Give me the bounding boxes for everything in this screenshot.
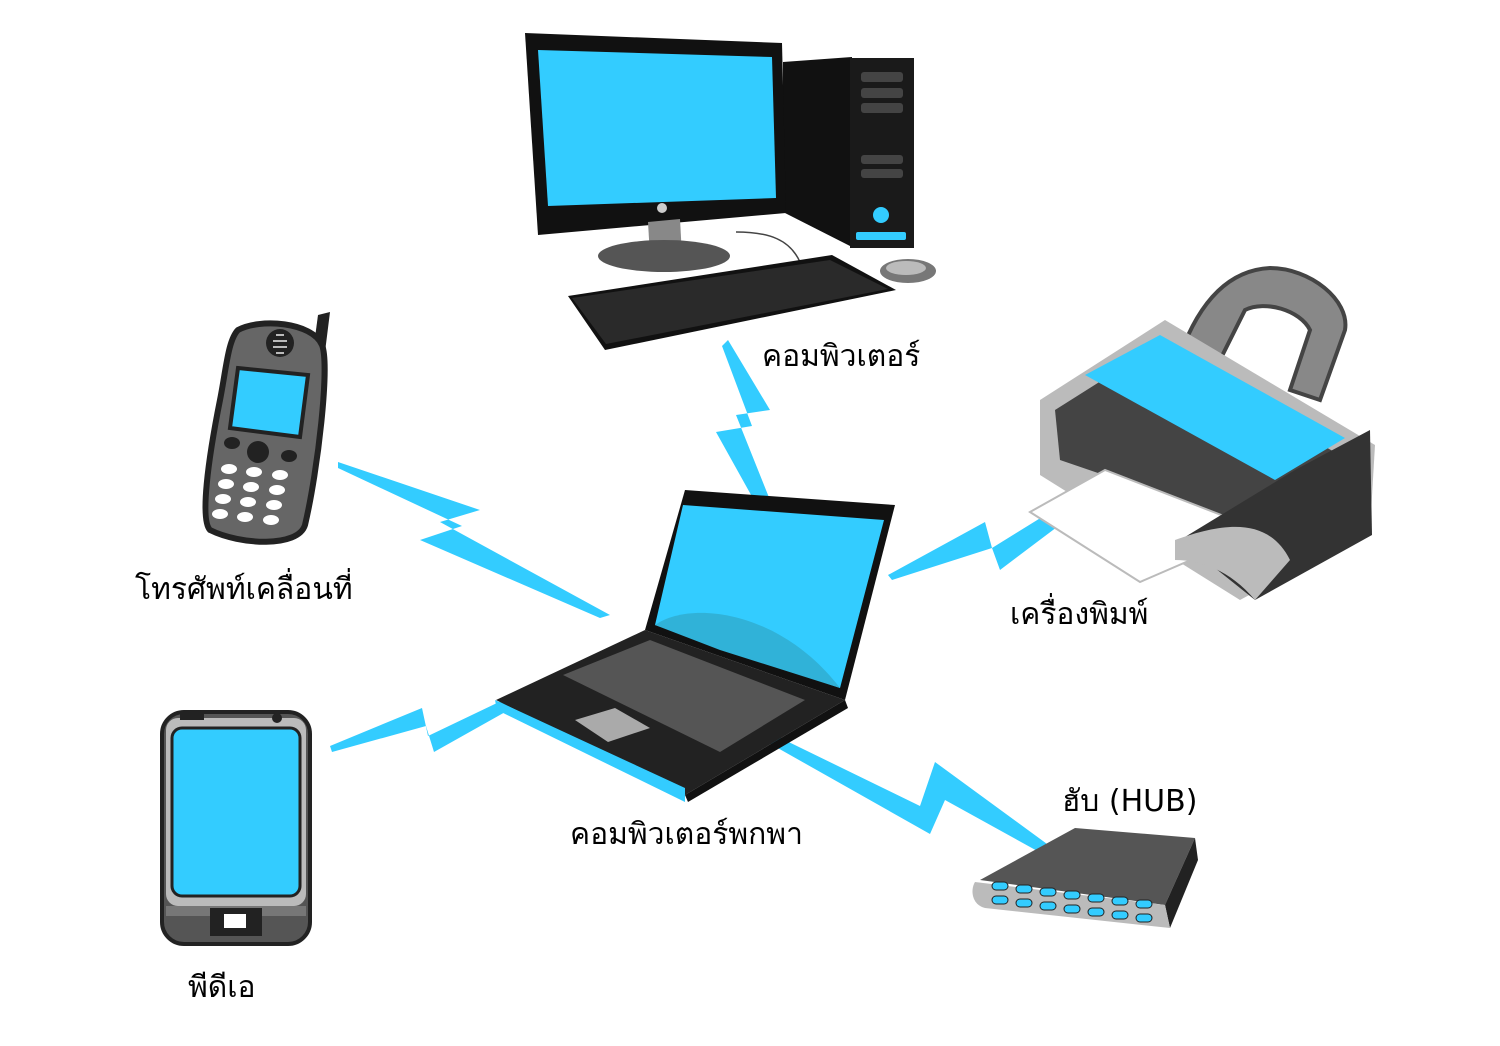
wireless-links [330,340,1122,858]
keyboard-top [572,260,888,344]
laptop [495,490,895,802]
label-hub: ฮับ (HUB) [1062,784,1198,819]
link-printer-laptop [888,470,1122,580]
laptop-keyboard [563,640,805,752]
label-printer: เครื่องพิมพ์ [1010,597,1149,632]
hub-ports [991,881,1153,923]
pda-indicator [272,713,282,723]
link-desktop-laptop [716,340,778,520]
tower-strip [856,232,906,240]
tower-bay [861,72,903,82]
cable [735,231,801,263]
mouse-top [886,261,926,275]
monitor-screen [538,50,776,206]
label-mobile: โทรศัพท์เคลื่อนที่ [135,572,353,607]
speaker-slot [273,340,287,342]
link-pda-laptop [330,690,530,752]
printer [1028,265,1375,600]
speaker-slot [276,334,284,336]
printer-front-curve [1175,526,1290,600]
end-button [281,450,297,462]
tower-bay [861,88,903,98]
label-laptop: คอมพิวเตอร์พกพา [570,817,803,852]
speaker-slot [276,352,284,354]
mobile-phone [202,312,330,545]
pda-stylus-slot [180,714,204,720]
tower-bay [861,169,903,178]
tower-bay [861,155,903,164]
phone-screen [227,365,311,440]
laptop-side-edge [685,700,848,802]
laptop-screen-shade [655,612,840,688]
printer-paper [1085,335,1345,480]
tower-bay [861,103,903,113]
pda-screen [170,726,302,898]
power-button-icon [873,207,889,223]
tower-side [783,57,852,247]
hub [972,828,1198,928]
laptop-touchpad [575,708,650,742]
pda-center-button [224,914,246,928]
hub-side [1165,838,1198,928]
pda [160,710,312,946]
call-button [224,437,240,449]
laptop-front-edge [495,700,685,802]
monitor-stand [598,240,730,272]
speaker-icon [266,329,294,357]
link-hub-laptop [760,728,1058,858]
hub-top [980,828,1195,905]
label-pda: พีดีเอ [188,970,256,1005]
link-mobile-laptop [338,462,610,618]
label-desktop: คอมพิวเตอร์ [762,339,921,374]
keypad [212,464,288,525]
apple-logo-icon [657,203,667,213]
speaker-slot [273,346,287,348]
desktop-computer [525,33,936,350]
printer-paper-holder [1177,265,1348,403]
nav-button [247,441,269,463]
